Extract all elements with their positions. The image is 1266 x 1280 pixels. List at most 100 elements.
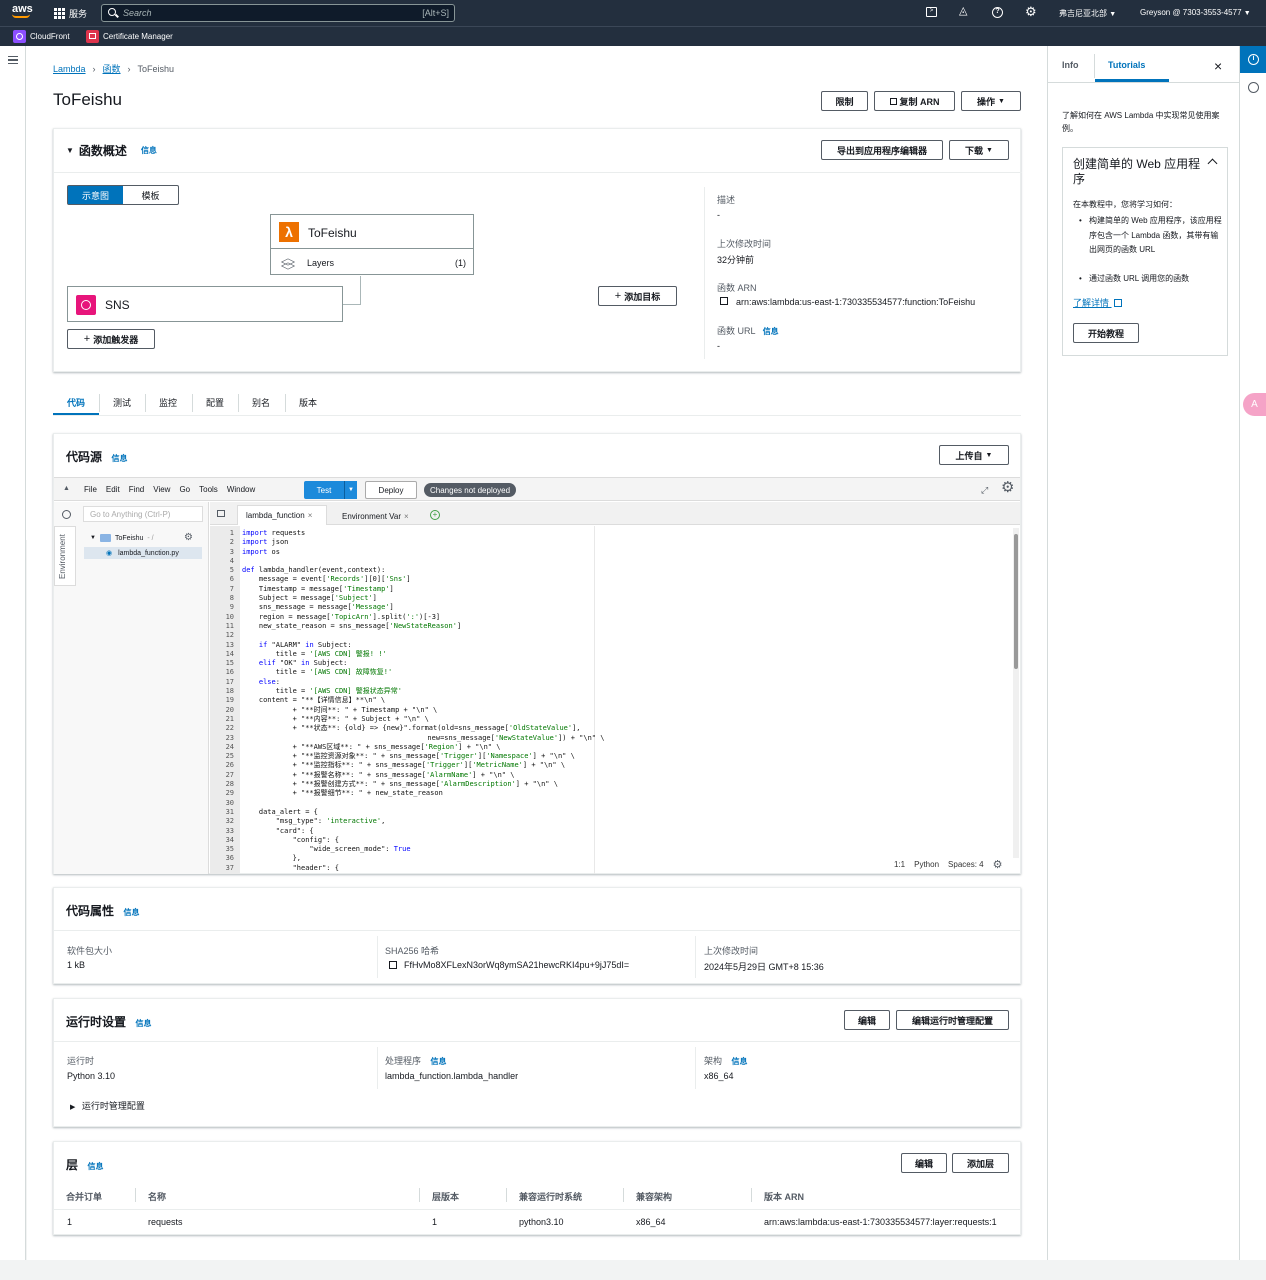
export-to-app-composer-button[interactable]: 导出到应用程序编辑器 [821, 140, 943, 160]
cloudshell-icon[interactable]: > [926, 7, 937, 17]
function-node[interactable]: λ ToFeishu Layers (1) [270, 214, 474, 275]
translate-float-icon[interactable]: A [1243, 393, 1266, 416]
upload-from-button[interactable]: 上传自▼ [939, 445, 1009, 465]
hamburger-menu-icon[interactable] [8, 56, 18, 64]
add-trigger-button[interactable]: +添加触发器 [67, 329, 155, 349]
menu-tools[interactable]: Tools [199, 485, 218, 494]
favorite-cloudfront[interactable]: CloudFront [13, 30, 70, 43]
add-destination-button[interactable]: +添加目标 [598, 286, 677, 306]
overview-info-link[interactable]: 信息 [140, 146, 157, 155]
ide-settings-gear-icon[interactable]: ⚙ [1001, 479, 1015, 496]
fullscreen-icon[interactable]: ⤢ [981, 485, 989, 495]
sns-icon [76, 295, 96, 315]
tab-monitor[interactable]: 监控 [159, 398, 178, 408]
tab-configuration[interactable]: 配置 [206, 398, 225, 408]
status-gear-icon[interactable]: ⚙ [992, 859, 1003, 871]
deploy-button[interactable]: Deploy [365, 481, 417, 499]
search-input[interactable]: Search [123, 8, 152, 18]
editor-tab-lambda-function[interactable]: lambda_function× [237, 505, 327, 525]
tabs-divider [53, 415, 1021, 416]
actions-button[interactable]: 操作▼ [961, 91, 1021, 111]
tab-code[interactable]: 代码 [67, 398, 86, 408]
description-value: - [717, 210, 720, 220]
code-properties-header: 代码属性 信息 [66, 904, 140, 918]
function-url-info-link[interactable]: 信息 [762, 327, 779, 336]
test-dropdown-caret[interactable]: ▼ [344, 481, 357, 499]
copy-arn-icon[interactable] [720, 297, 728, 305]
edit-runtime-management-button[interactable]: 编辑运行时管理配置 [896, 1010, 1009, 1030]
template-toggle[interactable]: 模板 [141, 190, 160, 201]
connector-line [343, 304, 361, 305]
menu-find[interactable]: Find [128, 485, 145, 494]
goto-anything-input[interactable]: Go to Anything (Ctrl-P) [83, 506, 203, 522]
collapse-up-icon[interactable]: ▲ [63, 485, 70, 492]
settings-gear-icon[interactable]: ⚙ [1025, 4, 1037, 19]
architecture-info-link[interactable]: 信息 [731, 1057, 748, 1066]
breadcrumb-lambda[interactable]: Lambda [53, 63, 86, 74]
environment-side-tab[interactable]: Environment [54, 526, 76, 586]
editor-scrollbar-thumb[interactable] [1014, 534, 1018, 669]
tab-aliases[interactable]: 别名 [252, 398, 271, 408]
menu-window[interactable]: Window [226, 485, 256, 494]
code-source-info-link[interactable]: 信息 [111, 454, 128, 463]
chevron-up-icon[interactable] [1207, 158, 1218, 169]
copy-arn-button[interactable]: 复制 ARN [874, 91, 955, 111]
add-layer-button[interactable]: 添加层 [952, 1153, 1009, 1173]
indent-spaces[interactable]: Spaces: 4 [948, 860, 984, 869]
row-layer-version: 1 [432, 1217, 438, 1227]
services-menu[interactable]: 服务 [54, 7, 87, 20]
diagram-toggle[interactable]: 示意图 [68, 186, 123, 204]
feedback-icon[interactable] [1248, 82, 1259, 93]
runtime-settings-info-link[interactable]: 信息 [135, 1019, 152, 1028]
account-menu[interactable]: Greyson @ 7303-3553-4577 ▼ [1140, 8, 1251, 17]
editor-scrollbar-track[interactable] [1013, 528, 1019, 858]
learn-more-link[interactable]: 了解详情 [1073, 296, 1122, 309]
info-panel-button[interactable]: i [1240, 46, 1266, 73]
search-files-icon[interactable] [62, 510, 71, 519]
sha256-label: SHA256 哈希 [385, 946, 440, 956]
region-selector[interactable]: 弗吉尼亚北部 ▼ [1059, 9, 1117, 18]
folder-tofeishu[interactable]: ▼ ToFeishu - / [90, 534, 154, 542]
tab-versions[interactable]: 版本 [299, 398, 318, 408]
menu-view[interactable]: View [153, 485, 171, 494]
favorite-certificate-manager[interactable]: Certificate Manager [86, 30, 173, 43]
editor-tab-environment-vars[interactable]: Environment Var× [342, 511, 409, 521]
throttle-button[interactable]: 限制 [821, 91, 868, 111]
layers-info-link[interactable]: 信息 [87, 1162, 104, 1171]
aws-logo[interactable]: aws [12, 4, 34, 20]
copy-sha-icon[interactable] [389, 961, 397, 969]
menu-go[interactable]: Go [179, 485, 191, 494]
search-box[interactable]: Search [Alt+S] [101, 4, 455, 22]
runtime-edit-button[interactable]: 编辑 [844, 1010, 890, 1030]
menu-edit[interactable]: Edit [105, 485, 120, 494]
test-button[interactable]: Test [304, 481, 344, 499]
code-properties-info-link[interactable]: 信息 [123, 908, 140, 917]
close-tab-icon[interactable]: × [404, 511, 409, 521]
col-separator [419, 1188, 420, 1202]
chevron-right-icon: › [92, 63, 96, 74]
handler-info-link[interactable]: 信息 [430, 1057, 447, 1066]
architecture-header: 架构 信息 [704, 1056, 748, 1066]
new-tab-plus-icon[interactable]: + [430, 510, 440, 520]
download-button[interactable]: 下载▼ [949, 140, 1009, 160]
editor-tab-menu-icon[interactable] [217, 510, 225, 517]
close-help-icon[interactable]: × [1214, 58, 1223, 74]
close-tab-icon[interactable]: × [307, 511, 313, 520]
breadcrumb-functions[interactable]: 函数 [102, 64, 121, 74]
help-tab-tutorials[interactable]: Tutorials [1108, 60, 1146, 70]
file-lambda-function[interactable]: ◉ lambda_function.py [84, 547, 202, 559]
menu-file[interactable]: File [84, 485, 97, 494]
code-editor[interactable]: import requests import json import os de… [242, 529, 605, 872]
help-icon[interactable]: ? [992, 7, 1003, 18]
layers-label[interactable]: Layers [307, 258, 335, 268]
help-tab-info[interactable]: Info [1062, 60, 1079, 70]
start-tutorial-button[interactable]: 开始教程 [1073, 323, 1139, 343]
overview-header[interactable]: ▼ 函数概述 信息 [66, 144, 157, 158]
language-mode[interactable]: Python [914, 860, 940, 869]
tab-test[interactable]: 测试 [113, 398, 132, 408]
runtime-management-expander[interactable]: ▶ 运行时管理配置 [70, 1101, 145, 1111]
bell-icon[interactable]: ◬ [959, 5, 968, 17]
trigger-node-sns[interactable]: SNS [67, 286, 343, 322]
layers-edit-button[interactable]: 编辑 [901, 1153, 947, 1173]
file-tree-gear-icon[interactable]: ⚙ [184, 532, 193, 543]
